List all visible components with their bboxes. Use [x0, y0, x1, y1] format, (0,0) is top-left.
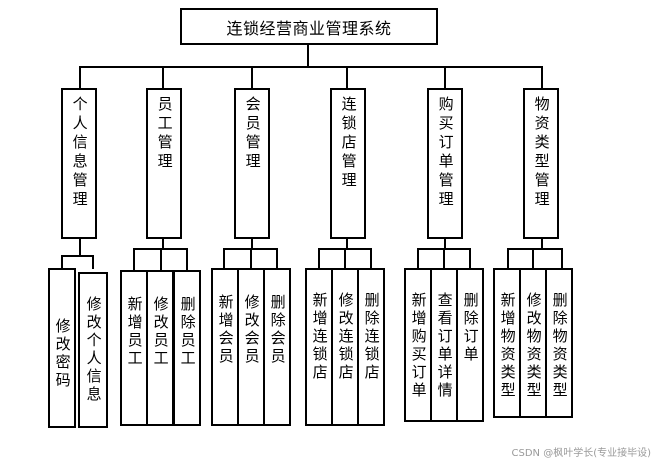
module-drop-line — [251, 66, 253, 89]
child-drop-line — [561, 248, 563, 269]
root-stem-line — [307, 45, 309, 67]
child-edit-material-type: 修改物资类型 — [519, 268, 547, 418]
child-drop-line — [507, 248, 509, 269]
module-label: 员工管理 — [155, 96, 174, 172]
module-stem-line — [541, 238, 543, 249]
child-label: 新增连锁店 — [310, 292, 329, 382]
child-label: 新增购买订单 — [409, 292, 428, 400]
child-delete-chain-store: 删除连锁店 — [357, 268, 385, 426]
child-drop-line — [276, 248, 278, 269]
module-stem-line — [251, 238, 253, 249]
child-edit-personal-info: 修改个人信息 — [78, 272, 108, 428]
module-stem-line — [79, 238, 81, 256]
child-drop-line — [370, 248, 372, 269]
child-label: 新增物资类型 — [498, 292, 517, 400]
child-add-material-type: 新增物资类型 — [493, 268, 521, 418]
child-drop-line — [133, 248, 135, 271]
child-label: 修改密码 — [53, 318, 72, 390]
module-member: 会员管理 — [234, 88, 270, 239]
child-view-order-details: 查看订单详情 — [430, 268, 458, 422]
child-drop-line — [186, 248, 188, 271]
child-label: 删除员工 — [178, 296, 197, 368]
child-label: 修改员工 — [151, 296, 170, 368]
child-label: 修改连锁店 — [336, 292, 355, 382]
child-add-chain-store: 新增连锁店 — [305, 268, 333, 426]
child-bus-line — [507, 248, 563, 250]
child-drop-line — [160, 248, 162, 271]
child-label: 删除连锁店 — [362, 292, 381, 382]
child-label: 删除物资类型 — [550, 292, 569, 400]
child-change-password: 修改密码 — [48, 268, 76, 428]
module-stem-line — [346, 238, 348, 249]
module-drop-line — [162, 66, 164, 89]
child-drop-line — [92, 255, 94, 269]
child-add-purchase-order: 新增购买订单 — [404, 268, 432, 422]
module-label: 连锁店管理 — [339, 96, 358, 191]
child-label: 修改会员 — [242, 294, 261, 366]
module-drop-line — [444, 66, 446, 89]
child-delete-material-type: 删除物资类型 — [545, 268, 573, 418]
child-drop-line — [223, 248, 225, 269]
child-drop-line — [344, 248, 346, 269]
child-label: 修改物资类型 — [524, 292, 543, 400]
child-label: 修改个人信息 — [84, 296, 103, 404]
child-drop-line — [318, 248, 320, 269]
child-drop-line — [532, 248, 534, 269]
child-edit-chain-store: 修改连锁店 — [331, 268, 359, 426]
child-drop-line — [417, 248, 419, 269]
child-label: 删除会员 — [268, 294, 287, 366]
child-delete-order: 删除订单 — [456, 268, 484, 422]
child-edit-employee: 修改员工 — [146, 270, 174, 426]
child-add-employee: 新增员工 — [120, 270, 148, 426]
root-node: 连锁经营商业管理系统 — [180, 8, 438, 45]
module-drop-line — [79, 66, 81, 89]
child-add-member: 新增会员 — [211, 268, 239, 426]
module-stem-line — [162, 238, 164, 249]
module-material-type: 物资类型管理 — [523, 88, 559, 239]
child-delete-employee: 删除员工 — [173, 270, 201, 426]
child-drop-line — [250, 248, 252, 269]
child-drop-line — [443, 248, 445, 269]
child-drop-line — [469, 248, 471, 269]
module-label: 会员管理 — [243, 96, 262, 172]
module-personal-info: 个人信息管理 — [61, 88, 97, 239]
module-drop-line — [346, 66, 348, 89]
module-chain-store: 连锁店管理 — [330, 88, 366, 239]
module-employee: 员工管理 — [146, 88, 182, 239]
child-label: 删除订单 — [461, 292, 480, 364]
child-drop-line — [61, 255, 63, 269]
module-label: 购买订单管理 — [436, 96, 455, 210]
child-label: 新增会员 — [216, 294, 235, 366]
module-label: 个人信息管理 — [70, 96, 89, 210]
child-edit-member: 修改会员 — [237, 268, 265, 426]
top-bus-line — [79, 66, 542, 68]
module-drop-line — [541, 66, 543, 89]
module-label: 物资类型管理 — [532, 96, 551, 210]
child-bus-line — [61, 255, 93, 257]
child-label: 查看订单详情 — [435, 292, 454, 400]
module-stem-line — [444, 238, 446, 249]
watermark-text: CSDN @枫叶学长(专业接毕设) — [511, 448, 652, 459]
module-purchase-order: 购买订单管理 — [427, 88, 463, 239]
child-label: 新增员工 — [125, 296, 144, 368]
child-delete-member: 删除会员 — [263, 268, 291, 426]
